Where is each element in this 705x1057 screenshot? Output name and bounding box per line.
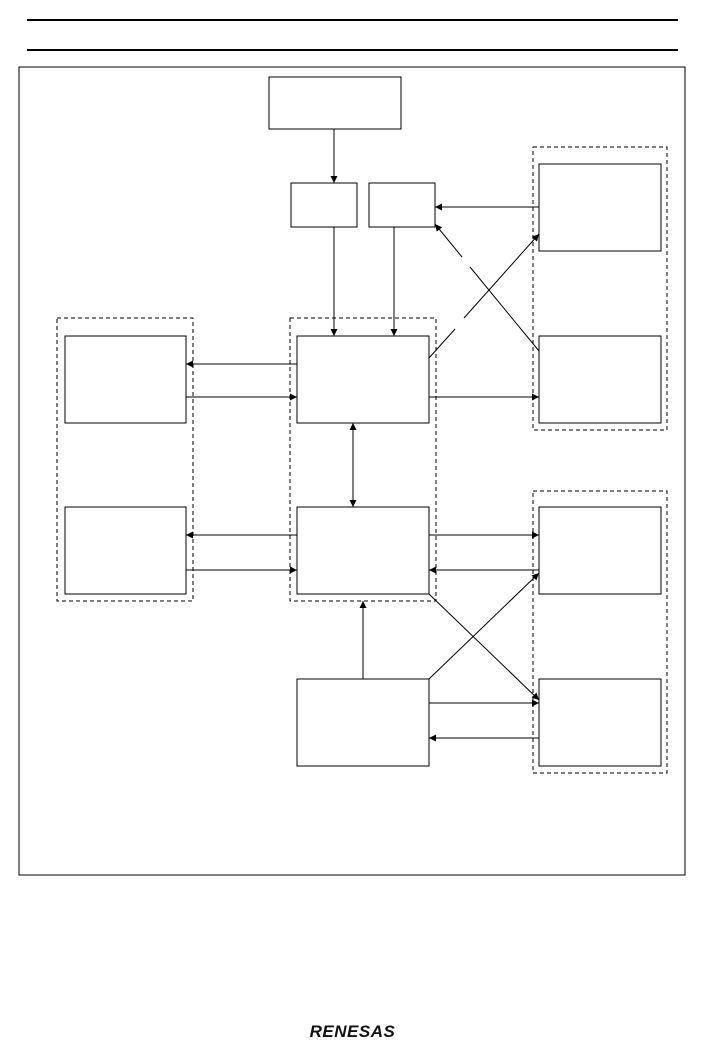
arrow-right-upper-2-to-small-right — [434, 223, 463, 258]
left-block-2 — [64, 506, 187, 595]
small-left-block — [290, 182, 358, 228]
line-center-1-to-right-upper-1-lower — [428, 328, 456, 359]
right-upper-group-boundary — [532, 146, 668, 431]
line-right-upper-2-to-small-right-upper — [469, 266, 540, 352]
right-lower-block-1 — [538, 506, 662, 595]
right-lower-block-2 — [538, 678, 662, 767]
center-group-boundary — [289, 317, 437, 602]
bottom-block — [296, 678, 430, 767]
center-block-2 — [296, 506, 430, 595]
arrow-center-2-to-right-lower-2 — [428, 593, 540, 701]
left-group-boundary — [56, 317, 194, 602]
arrow-center-1-to-right-upper-1 — [463, 233, 540, 319]
right-upper-block-1 — [538, 163, 662, 252]
right-lower-group-boundary — [532, 490, 668, 774]
arrow-bottom-to-right-lower-1 — [428, 572, 540, 680]
renesas-logo: RENESAS — [309, 1022, 396, 1041]
left-block-1 — [64, 335, 187, 424]
top-block — [268, 76, 402, 130]
header-top-rule — [27, 19, 678, 21]
small-right-block — [368, 182, 436, 228]
right-upper-block-2 — [538, 335, 662, 424]
header-bottom-rule — [27, 49, 678, 51]
figure-frame — [18, 66, 686, 876]
center-block-1 — [296, 335, 430, 424]
